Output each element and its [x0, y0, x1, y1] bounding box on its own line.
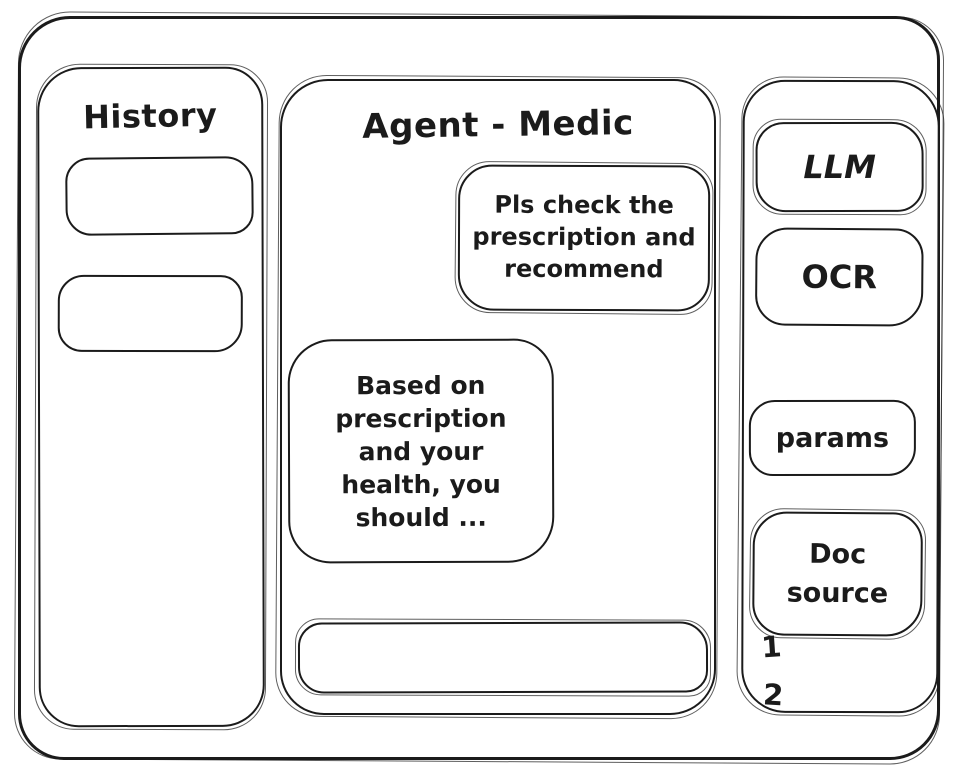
chat-panel: Agent - Medic Pls check the prescription… — [280, 79, 716, 715]
params-button-label: params — [775, 422, 890, 454]
chat-title: Agent - Medic — [361, 103, 635, 147]
doc-source-item[interactable]: 1 — [760, 629, 783, 665]
llm-button[interactable]: LLM — [755, 121, 924, 213]
app-window: History Agent - Medic Pls check the pres… — [18, 16, 940, 760]
doc-source-button[interactable]: Doc source — [752, 511, 923, 637]
chat-input[interactable] — [297, 621, 709, 694]
ocr-button-label: OCR — [801, 257, 878, 297]
doc-source-button-label: Doc source — [786, 538, 889, 610]
history-title: History — [82, 95, 218, 137]
tools-sidebar: LLM OCR params Doc source 1 2 — [741, 79, 940, 714]
user-message-bubble: Pls check the prescription and recommend — [457, 164, 711, 312]
history-item[interactable] — [57, 274, 243, 353]
ocr-button[interactable]: OCR — [754, 227, 924, 327]
params-button[interactable]: params — [748, 399, 916, 477]
doc-source-item[interactable]: 2 — [762, 677, 785, 713]
assistant-message-text: Based on prescription and your health, y… — [335, 370, 507, 532]
history-sidebar: History — [37, 66, 265, 728]
assistant-message-bubble: Based on prescription and your health, y… — [287, 338, 555, 564]
llm-button-label: LLM — [803, 147, 876, 187]
user-message-text: Pls check the prescription and recommend — [472, 191, 696, 284]
history-item[interactable] — [65, 156, 254, 236]
